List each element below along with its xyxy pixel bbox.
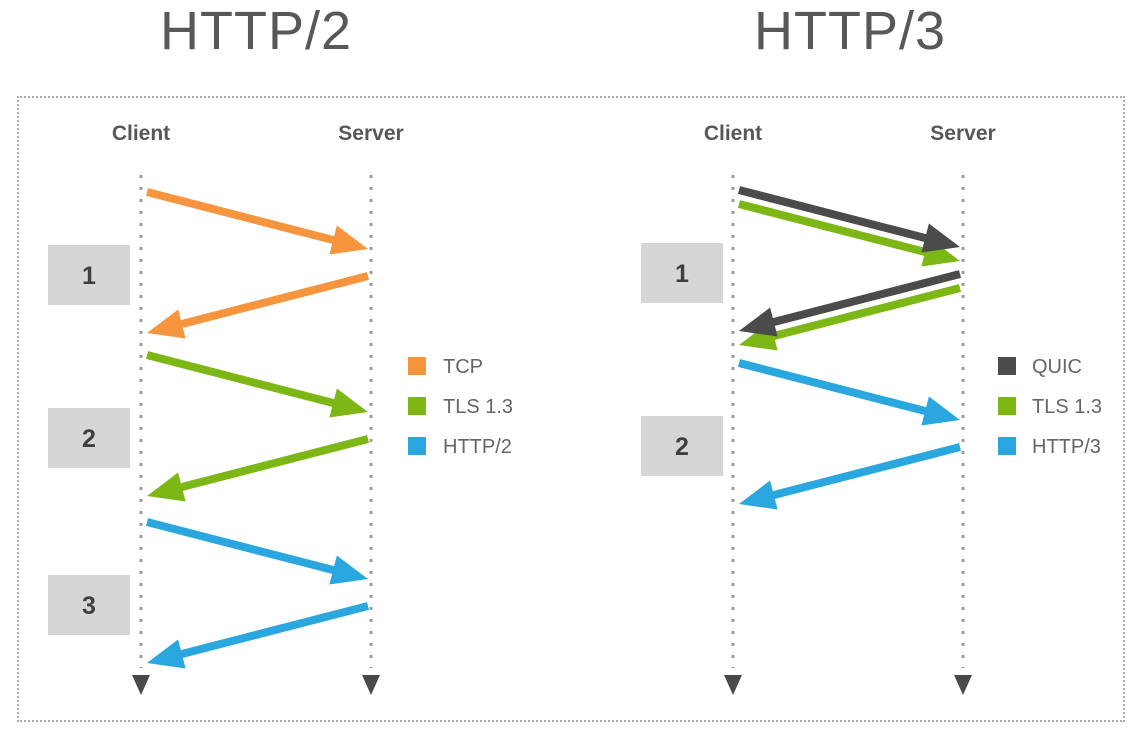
- http2-round2-tls13-response-arrow-shaft: [177, 435, 369, 492]
- http2-round1-tcp-request-arrow-shaft: [146, 188, 338, 245]
- http2-round1-tcp-response-arrow-head-icon: [147, 309, 186, 339]
- http3-round2-http3-request-arrow-shaft: [738, 359, 930, 416]
- http2-step-box-2: [48, 408, 130, 468]
- http3-round1-tls13-request-arrow-shaft: [738, 200, 930, 257]
- http3-round2-http3-response-arrow-shaft: [769, 443, 961, 500]
- http3-server-label: Server: [930, 122, 995, 145]
- http2-step-box-1: [48, 245, 130, 305]
- http3-round1-quic-response-arrow-shaft: [769, 270, 961, 327]
- http2-round2-tls13-request-arrow-head-icon: [329, 388, 368, 418]
- http2-step-number-1: 1: [82, 262, 96, 290]
- http3-round2-http3-request-arrow-head-icon: [921, 396, 960, 426]
- http2-round3-http2-response-arrow-shaft: [177, 602, 369, 659]
- http2-panel-title: HTTP/2: [159, 1, 353, 61]
- http2-round2-tls13-response-arrow-head-icon: [147, 472, 186, 502]
- http2-legend-label-tcp: TCP: [443, 356, 483, 378]
- http3-legend-label-quic: QUIC: [1032, 356, 1082, 378]
- http3-round2-http3-response-arrow-head-icon: [739, 480, 778, 510]
- http3-round1-quic-response-arrow-head-icon: [739, 307, 778, 337]
- http2-legend-swatch-tls13-icon: [408, 397, 426, 415]
- http2-client-label: Client: [112, 122, 170, 145]
- http2-legend-swatch-http2-icon: [408, 437, 426, 455]
- http3-round1-quic-request-arrow-head-icon: [921, 223, 960, 253]
- http2-step-box-3: [48, 575, 130, 635]
- http3-client-label: Client: [704, 122, 762, 145]
- http2-round3-http2-request-arrow-shaft: [146, 518, 338, 575]
- http2-server-lifeline-arrow-down-icon: [362, 675, 380, 695]
- http3-step-number-2: 2: [675, 433, 689, 461]
- http2-round3-http2-request-arrow-head-icon: [329, 555, 368, 585]
- http3-legend-swatch-quic-icon: [998, 357, 1016, 375]
- http3-client-lifeline-arrow-down-icon: [724, 675, 742, 695]
- http2-legend-label-tls13: TLS 1.3: [443, 396, 513, 418]
- http2-legend-swatch-tcp-icon: [408, 357, 426, 375]
- http3-round1-quic-request-arrow-shaft: [738, 186, 930, 243]
- http3-step-box-1: [641, 243, 723, 303]
- http2-step-number-2: 2: [82, 425, 96, 453]
- http3-legend-swatch-http3-icon: [998, 437, 1016, 455]
- http3-round1-tls13-response-arrow-shaft: [769, 284, 961, 341]
- http3-step-number-1: 1: [675, 260, 689, 288]
- http3-legend-label-tls13: TLS 1.3: [1032, 396, 1102, 418]
- http3-legend-label-http3: HTTP/3: [1032, 436, 1101, 458]
- http2-round1-tcp-response-arrow-shaft: [177, 272, 369, 329]
- http2-round2-tls13-request-arrow-shaft: [146, 351, 338, 408]
- http3-legend-swatch-tls13-icon: [998, 397, 1016, 415]
- http2-round3-http2-response-arrow-head-icon: [147, 639, 186, 669]
- http2-legend-label-http2: HTTP/2: [443, 436, 512, 458]
- http3-server-lifeline-arrow-down-icon: [954, 675, 972, 695]
- http2-step-number-3: 3: [82, 592, 96, 620]
- http2-round1-tcp-request-arrow-head-icon: [329, 225, 368, 255]
- http3-panel-title: HTTP/3: [753, 1, 947, 61]
- http2-client-lifeline-arrow-down-icon: [132, 675, 150, 695]
- http2-server-label: Server: [338, 122, 403, 145]
- http3-step-box-2: [641, 416, 723, 476]
